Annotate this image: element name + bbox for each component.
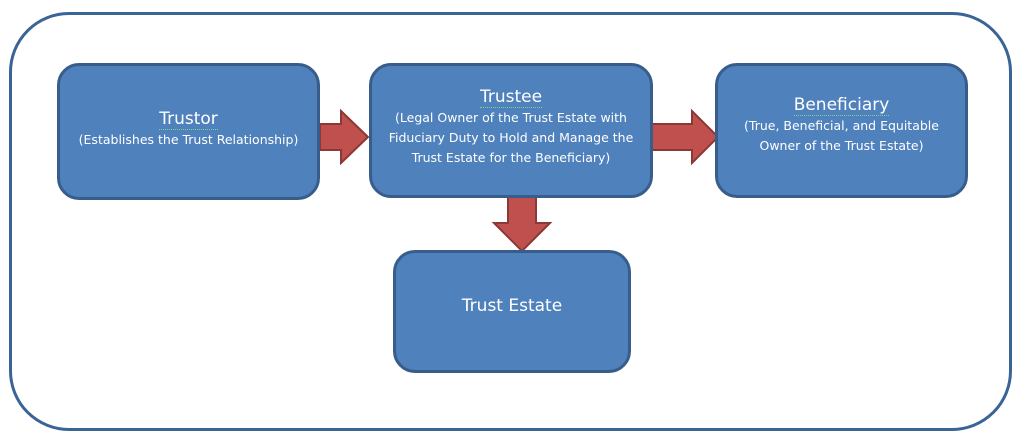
node-beneficiary: Beneficiary (True, Beneficial, and Equit… — [715, 63, 968, 198]
description-line: (Legal Owner of the Trust Estate with — [395, 109, 627, 125]
description-line: Owner of the Trust Estate) — [759, 137, 924, 153]
description-line: Fiduciary Duty to Hold and Manage the — [388, 129, 634, 145]
description-line: Trust Estate for the Beneficiary) — [411, 149, 611, 165]
outer-frame — [9, 12, 1012, 431]
node-description: (True, Beneficial, and Equitable Owner o… — [738, 116, 945, 156]
node-description: (Legal Owner of the Trust Estate with Fi… — [383, 108, 640, 168]
node-title: Beneficiary — [793, 94, 890, 116]
node-title: Trustor — [159, 108, 218, 130]
node-trustee: Trustee (Legal Owner of the Trust Estate… — [369, 63, 653, 198]
beneficiary-title: Beneficiary — [793, 94, 890, 116]
node-description: (Establishes the Trust Relationship) — [78, 131, 299, 147]
trust-estate-title: Trust Estate — [461, 295, 563, 316]
description-line: (True, Beneficial, and Equitable — [744, 117, 939, 133]
node-title: Trustee — [479, 86, 543, 108]
node-trustor: Trustor (Establishes the Trust Relations… — [57, 63, 320, 200]
trustor-title: Trustor — [159, 108, 218, 130]
trustee-title: Trustee — [479, 86, 543, 108]
node-trust-estate: Trust Estate — [393, 250, 631, 373]
